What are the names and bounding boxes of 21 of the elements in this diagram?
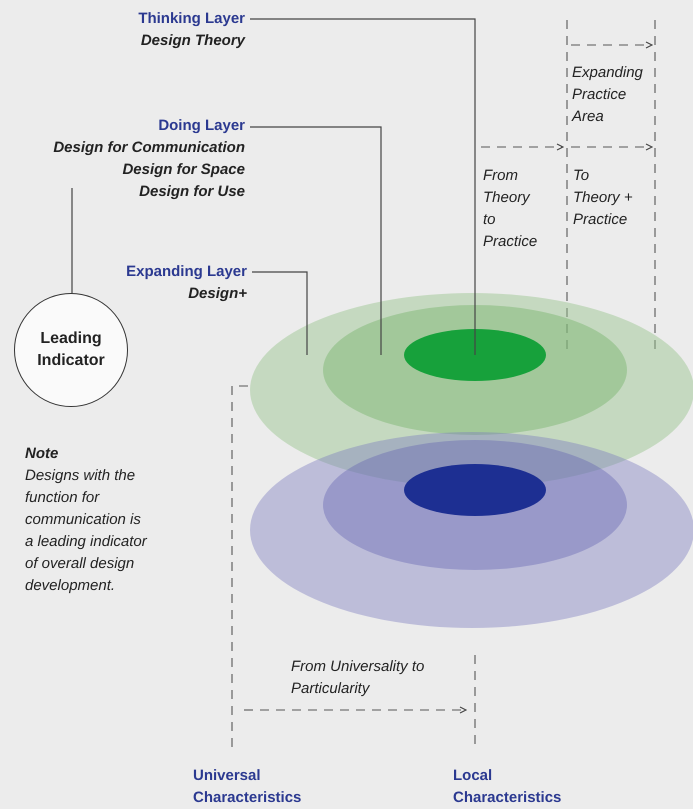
layer-subtitle: Design+ xyxy=(187,284,247,304)
layer-title: Thinking Layer xyxy=(138,9,245,29)
note-heading: Note xyxy=(25,444,60,464)
leader-line xyxy=(250,126,382,355)
layer-subtitle: Design for Space xyxy=(121,160,245,180)
axis-label: Local Characteristics xyxy=(453,766,562,808)
leader-line xyxy=(250,18,476,355)
axis-label: Universal Characteristics xyxy=(193,766,302,808)
indicator-circle: Leading Indicator xyxy=(14,293,128,407)
area-label: Expanding Practice Area xyxy=(572,63,644,127)
leader-line xyxy=(71,188,73,293)
note-text: Designs with the function for communication is a leading indicator of overall design development. xyxy=(25,466,148,596)
layer-subtitle: Design for Use xyxy=(138,182,245,202)
layer-subtitle: Design Theory xyxy=(140,31,245,51)
flow-label: To Theory + Practice xyxy=(573,166,634,230)
flow-label: From Theory to Practice xyxy=(483,166,538,252)
layer-subtitle: Design for Communication xyxy=(53,138,245,158)
layer-title: Expanding Layer xyxy=(126,262,247,282)
leader-line xyxy=(252,271,308,355)
layer-title: Doing Layer xyxy=(157,116,245,136)
flow-label: From Universality to Particularity xyxy=(291,657,426,699)
